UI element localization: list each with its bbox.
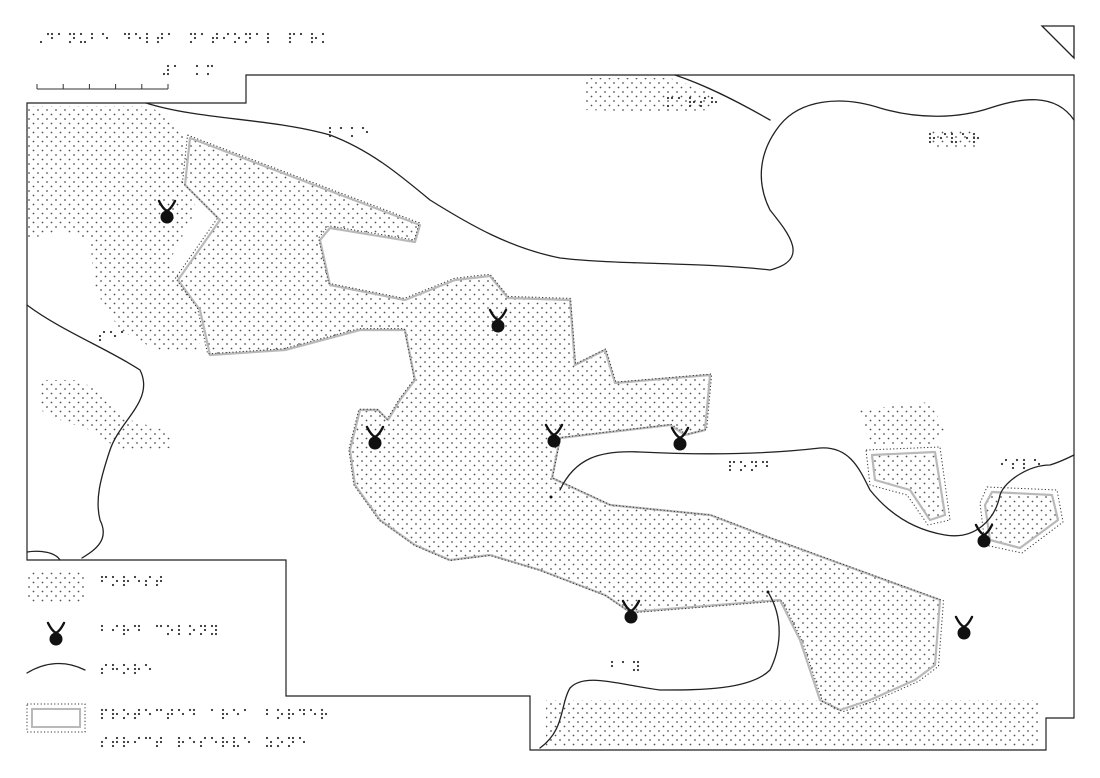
legend-label-protected-area-line2: ⠎⠞⠗⠊⠉⠞⠀⠗⠑⠎⠑⠗⠧⠑⠀⠵⠕⠝⠑: [100, 736, 306, 748]
area-label: ⠃⠁⠽: [610, 660, 640, 672]
legend-label-protected-area: ⠏⠗⠕⠞⠑⠉⠞⠑⠙⠀⠁⠗⠑⠁⠀⠃⠕⠗⠙⠑⠗: [100, 708, 328, 720]
legend-label-forest: ⠋⠕⠗⠑⠎⠞: [100, 575, 163, 587]
area-label: ⠗⠊⠧⠑⠗: [928, 132, 980, 144]
protected-areas: [174, 134, 1064, 713]
shorelines: [26, 74, 1075, 749]
map-title-braille: ⠠⠙⠁⠝⠥⠃⠑⠀⠙⠑⠇⠞⠁⠀⠝⠁⠞⠊⠕⠝⠁⠇⠀⠏⠁⠗⠅: [39, 32, 325, 44]
forest-areas: [27, 78, 1040, 748]
map-frame: [26, 74, 1075, 751]
legend-label-shoreline: ⠎⠓⠕⠗⠑: [100, 663, 152, 675]
legend-forest-swatch: [27, 572, 85, 602]
area-label: ⠇⠁⠅⠑: [328, 126, 369, 138]
area-label: ⠍⠁⠗⠎⠓: [666, 96, 718, 108]
bird-colony-icon: [46, 621, 66, 647]
north-arrow-icon: [1040, 25, 1075, 60]
legend-label-bird-colony: ⠃⠊⠗⠙⠀⠉⠕⠇⠕⠝⠽: [100, 624, 218, 636]
scale-label-braille: ⠼⠁⠀⠅⠍: [162, 64, 214, 76]
area-label: ⠎⠑⠁: [98, 330, 124, 342]
area-label: ⠏⠕⠝⠙: [728, 460, 769, 472]
scale-bar: ⠼⠁⠀⠅⠍: [36, 64, 214, 90]
legend: ⠋⠕⠗⠑⠎⠞ ⠃⠊⠗⠙⠀⠉⠕⠇⠕⠝⠽ ⠎⠓⠕⠗⠑ ⠏⠗⠕⠞⠑⠉⠞⠑⠙⠀⠁⠗⠑⠁⠀⠃⠕⠗…: [26, 572, 328, 748]
area-labels: ⠇⠁⠅⠑ ⠗⠊⠧⠑⠗ ⠎⠑⠁ ⠏⠕⠝⠙ ⠃⠁⠽ ⠊⠎⠇⠑ ⠍⠁⠗⠎⠓: [98, 96, 1041, 672]
area-label: ⠊⠎⠇⠑: [1000, 458, 1041, 470]
sea-dots: [549, 495, 770, 594]
scale-label: ⠼⠁⠀⠅⠍: [162, 64, 214, 76]
map-title: ⠠⠙⠁⠝⠥⠃⠑⠀⠙⠑⠇⠞⠁⠀⠝⠁⠞⠊⠕⠝⠁⠇⠀⠏⠁⠗⠅: [39, 32, 325, 44]
legend-shoreline-swatch: [26, 662, 86, 674]
legend-protected-swatch: [26, 703, 86, 733]
bird-colony-icon: [954, 615, 974, 641]
